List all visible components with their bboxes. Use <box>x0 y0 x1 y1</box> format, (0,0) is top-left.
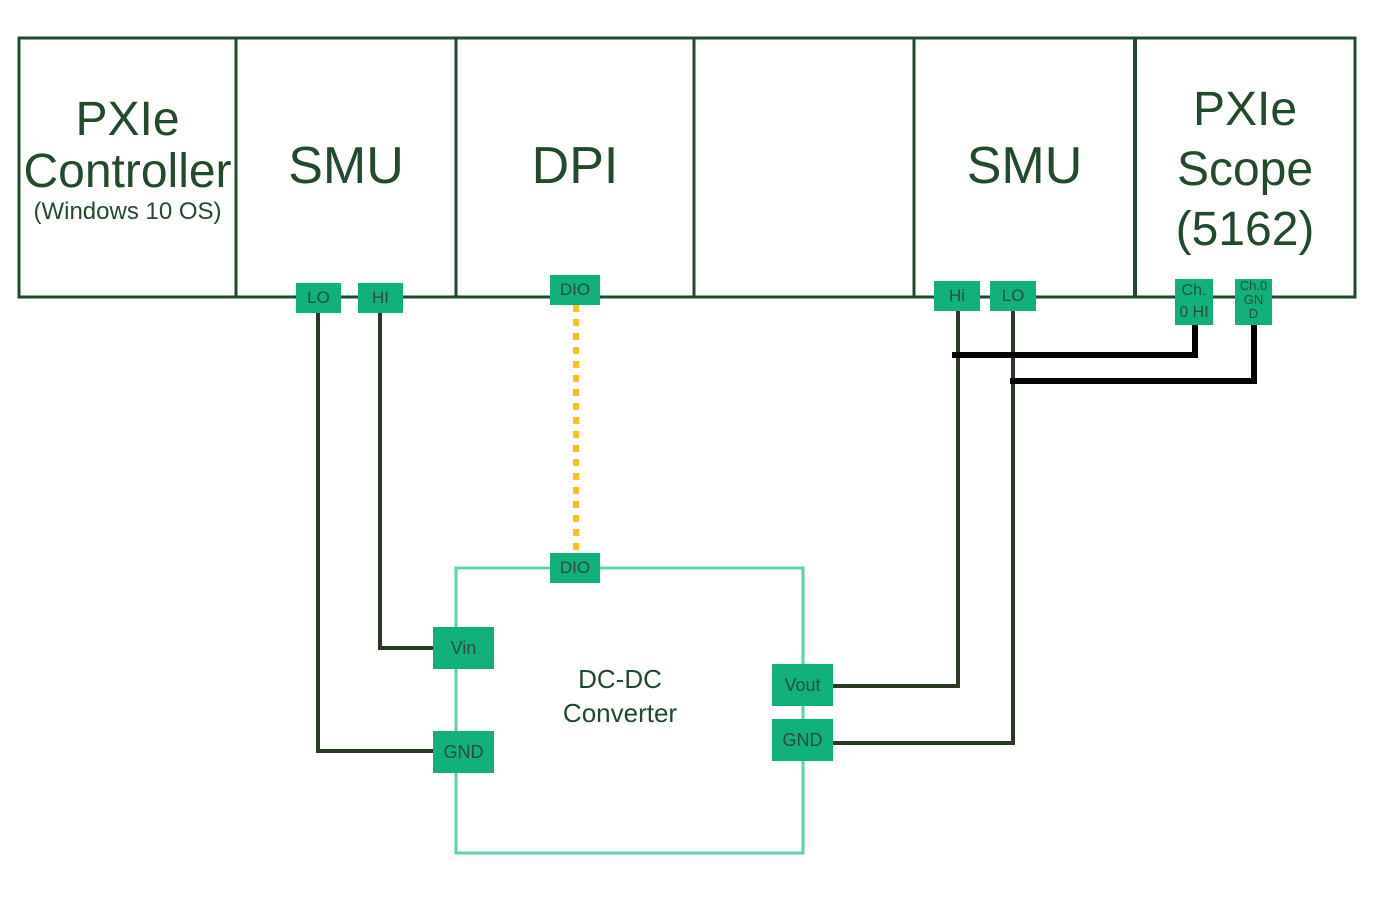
smu2-title: SMU <box>966 137 1083 195</box>
conv-gnd-left-pin: GND <box>433 731 494 773</box>
scope-title-line2: Scope <box>1176 143 1314 196</box>
conv-gnd-right-pin: GND <box>772 719 833 761</box>
scope-ch0-gnd-label-line2: GN <box>1243 292 1264 307</box>
conv-vout-pin: Vout <box>772 664 833 706</box>
scope-ch0-gnd-pin: Ch.0 GN D <box>1235 279 1272 325</box>
smu1-title: SMU <box>288 137 404 195</box>
wire-smu1-lo-to-conv-gnd <box>316 312 433 753</box>
converter-label: DC-DC Converter <box>520 662 720 730</box>
slot-controller-label: PXIe Controller (Windows 10 OS) <box>19 94 236 226</box>
conv-vin-pin: Vin <box>433 627 494 669</box>
scope-title: PXIe <box>1192 83 1298 136</box>
controller-os-label: (Windows 10 OS) <box>33 197 222 225</box>
wire-conv-vout-to-smu2-hi <box>833 311 960 688</box>
slot-smu1-label: SMU <box>236 138 456 194</box>
wire-smu1-hi-to-conv-vin <box>378 312 433 650</box>
dpi-title: DPI <box>531 137 619 195</box>
wire-scope-ch0-hi <box>952 325 1198 358</box>
dc-dc-converter-box <box>454 566 805 855</box>
slot-scope-label: PXIe Scope (5162) <box>1135 80 1355 260</box>
smu2-hi-pin: Hi <box>934 281 980 311</box>
scope-ch0-hi-pin: Ch. 0 HI <box>1175 279 1213 325</box>
controller-title-line2: Controller <box>23 144 232 198</box>
slot-dpi-label: DPI <box>456 138 694 194</box>
converter-label-line2: Converter <box>562 698 678 728</box>
wire-conv-gnd-to-smu2-lo <box>833 311 1015 745</box>
conv-dio-pin: DIO <box>550 553 600 583</box>
wire-scope-ch0-gnd <box>1010 325 1257 384</box>
smu1-lo-pin: LO <box>296 283 341 313</box>
scope-ch0-gnd-label-line3: D <box>1248 306 1259 321</box>
scope-ch0-gnd-label-line1: Ch.0 <box>1239 279 1268 293</box>
controller-title: PXIe <box>75 93 180 146</box>
dpi-dio-pin: DIO <box>550 275 600 305</box>
smu1-hi-pin: HI <box>358 283 403 313</box>
slot-smu2-label: SMU <box>914 138 1135 194</box>
smu2-lo-pin: LO <box>990 281 1036 311</box>
chassis-frame <box>17 36 1357 299</box>
converter-label-line1: DC-DC <box>578 664 662 694</box>
scope-model-label: (5162) <box>1175 203 1315 256</box>
